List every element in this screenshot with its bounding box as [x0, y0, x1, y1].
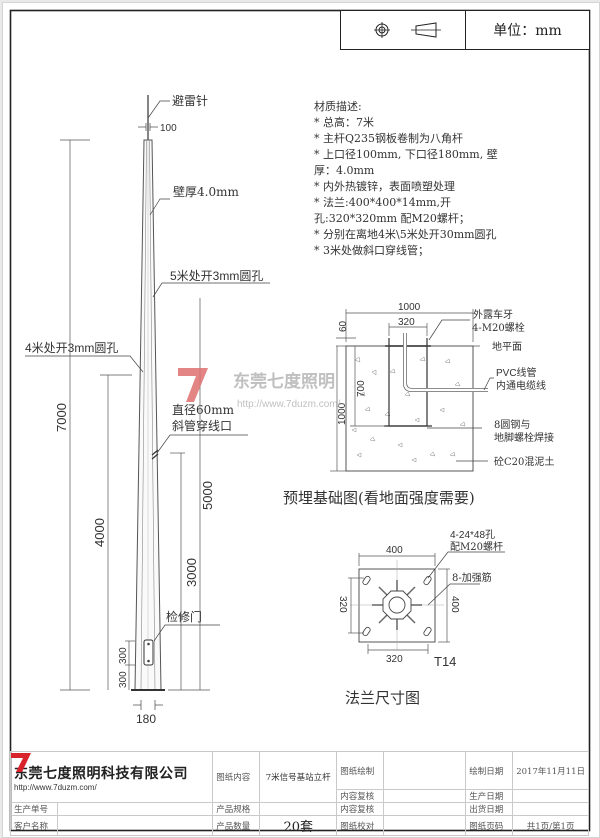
flange-holes-line2: 配M20螺杆: [450, 541, 503, 553]
review1-label: 内容复核: [336, 789, 385, 803]
production-no-value: [56, 802, 214, 816]
flange-drawing: [350, 560, 444, 650]
watermark: 东莞七度照明 http://www.7duzm.com/: [178, 368, 341, 410]
label-pvc-line2: 内通电缆线: [496, 379, 546, 392]
production-date-label: 生产日期: [465, 789, 514, 803]
company-logo-icon: [11, 753, 31, 772]
foundation-caption: 预埋基础图(看地面强度需要): [283, 489, 475, 507]
spec-label: 产品规格: [212, 802, 261, 816]
label-rebar-line1: 8圆钢与: [494, 418, 530, 431]
flange-ribs-label: 8-加强筋: [452, 571, 492, 584]
wall-thickness-label: 壁厚4.0mm: [173, 184, 239, 199]
drawn-by-label: 图纸绘制: [336, 751, 385, 790]
bottom-diameter-dim: 180: [136, 712, 156, 726]
conduit-label-line2: 斜管穿线口: [172, 418, 232, 433]
svg-text:* 上口径100mm, 下口径180mm, 壁: * 上口径100mm, 下口径180mm, 壁: [314, 147, 498, 161]
hole-4m-label: 4米处开3mm圆孔: [25, 341, 118, 355]
conduit-label-line1: 直径60mm: [172, 403, 235, 417]
svg-text:http://www.7duzm.com/: http://www.7duzm.com/: [237, 399, 341, 410]
svg-text:* 主杆Q235钢板卷制为八角杆: * 主杆Q235钢板卷制为八角杆: [314, 131, 463, 145]
label-rebar-line2: 地脚螺栓焊接: [494, 431, 554, 444]
quantity-value: 20套: [259, 815, 338, 836]
svg-text:材质描述:: 材质描述:: [314, 99, 362, 113]
foundation-dim-cage: 700: [356, 380, 367, 397]
label-bolt-line2: 4-M20螺栓: [472, 321, 525, 334]
flange-dim-right: 400: [449, 596, 460, 613]
foundation-dim-depth: 1000: [337, 402, 348, 425]
review2-label: 内容复核: [336, 802, 385, 816]
drawing-content-label: 图纸内容: [212, 751, 261, 803]
dim-door-lower: 300: [118, 671, 129, 688]
flange-caption: 法兰尺寸图: [345, 689, 420, 707]
quantity-label: 产品数量: [212, 815, 261, 836]
spec-value: [259, 802, 338, 816]
first-angle-projection-icon: [374, 22, 441, 38]
svg-text:* 法兰:400*400*14mm,开: * 法兰:400*400*14mm,开: [314, 195, 451, 209]
label-pvc-line1: PVC线管: [496, 366, 537, 379]
svg-text:东莞七度照明: 东莞七度照明: [233, 371, 335, 392]
svg-text:* 3米处做斜口穿线管；: * 3米处做斜口穿线管；: [314, 243, 429, 257]
customer-value: [56, 815, 214, 836]
foundation-drawing: [345, 333, 488, 472]
label-ground: 地平面: [492, 340, 522, 353]
flange-holes-line1: 4-24*48孔: [450, 529, 495, 541]
svg-text:* 内外热镀锌，表面喷塑处理: * 内外热镀锌，表面喷塑处理: [314, 179, 455, 193]
flange-dim-bottom: 320: [386, 654, 403, 665]
projection-symbol: [341, 11, 466, 49]
draw-date-label: 绘制日期: [465, 751, 514, 790]
dim-total-height: 7000: [54, 403, 69, 432]
foundation-dim-width: 1000: [398, 302, 421, 313]
label-concrete: 砼C20混泥土: [494, 455, 554, 468]
unit-label: 单位：mm: [493, 23, 562, 39]
production-date-value: [512, 789, 589, 803]
page-value: 共1页/第1页: [512, 815, 589, 836]
dim-5000: 5000: [200, 481, 215, 510]
svg-text:孔:320*320mm 配M20螺杆；: 孔:320*320mm 配M20螺杆；: [314, 211, 470, 225]
drawing-content-value: 7米信号基站立杆: [259, 751, 338, 803]
header-box: 单位：mm: [340, 10, 590, 50]
title-block: 东莞七度照明科技有限公司 http://www.7duzm.com/ 图纸内容 …: [9, 751, 589, 836]
foundation-dim-bolt-spacing: 320: [398, 317, 415, 328]
foundation-dim-exposed: 60: [338, 320, 349, 332]
label-bolt-line1: 外露车牙: [473, 308, 513, 321]
drawn-by-value: [383, 751, 467, 790]
page-label: 图纸页码: [465, 815, 514, 836]
top-diameter-dim: 100: [160, 123, 177, 134]
check-value: [383, 815, 467, 836]
svg-text:* 总高：7米: * 总高：7米: [314, 115, 374, 129]
check-label: 图纸校对: [336, 815, 385, 836]
review2-value: [383, 802, 467, 816]
production-no-label: 生产单号: [10, 802, 58, 816]
company-url: http://www.7duzm.com/: [14, 782, 97, 792]
ship-date-label: 出货日期: [465, 802, 514, 816]
pole-elevation: [131, 95, 165, 691]
flange-thickness: T14: [434, 654, 456, 669]
lightning-rod-label: 避雷针: [172, 93, 208, 108]
svg-text:厚：4.0mm: 厚：4.0mm: [314, 164, 375, 177]
hole-5m-label: 5米处开3mm圆孔: [170, 269, 263, 283]
flange-dim-left: 320: [337, 596, 348, 613]
dim-3000: 3000: [184, 558, 199, 587]
height-dimensions: [60, 139, 210, 691]
access-door-label: 检修门: [166, 609, 202, 624]
dim-door-upper: 300: [118, 647, 129, 664]
customer-label: 客户名称: [10, 815, 58, 836]
access-door: [143, 639, 154, 666]
draw-date-value: 2017年11月11日: [512, 751, 589, 790]
ship-date-value: [512, 802, 589, 816]
flange-dim-top: 400: [386, 545, 403, 556]
svg-text:* 分别在离地4米\5米处开30mm圆孔: * 分别在离地4米\5米处开30mm圆孔: [314, 227, 497, 241]
dim-4000: 4000: [92, 518, 107, 547]
review1-value: [383, 789, 467, 803]
company-name: 东莞七度照明科技有限公司: [14, 765, 188, 782]
material-description: 材质描述: * 总高：7米 * 主杆Q235钢板卷制为八角杆 * 上口径100m…: [314, 99, 498, 257]
